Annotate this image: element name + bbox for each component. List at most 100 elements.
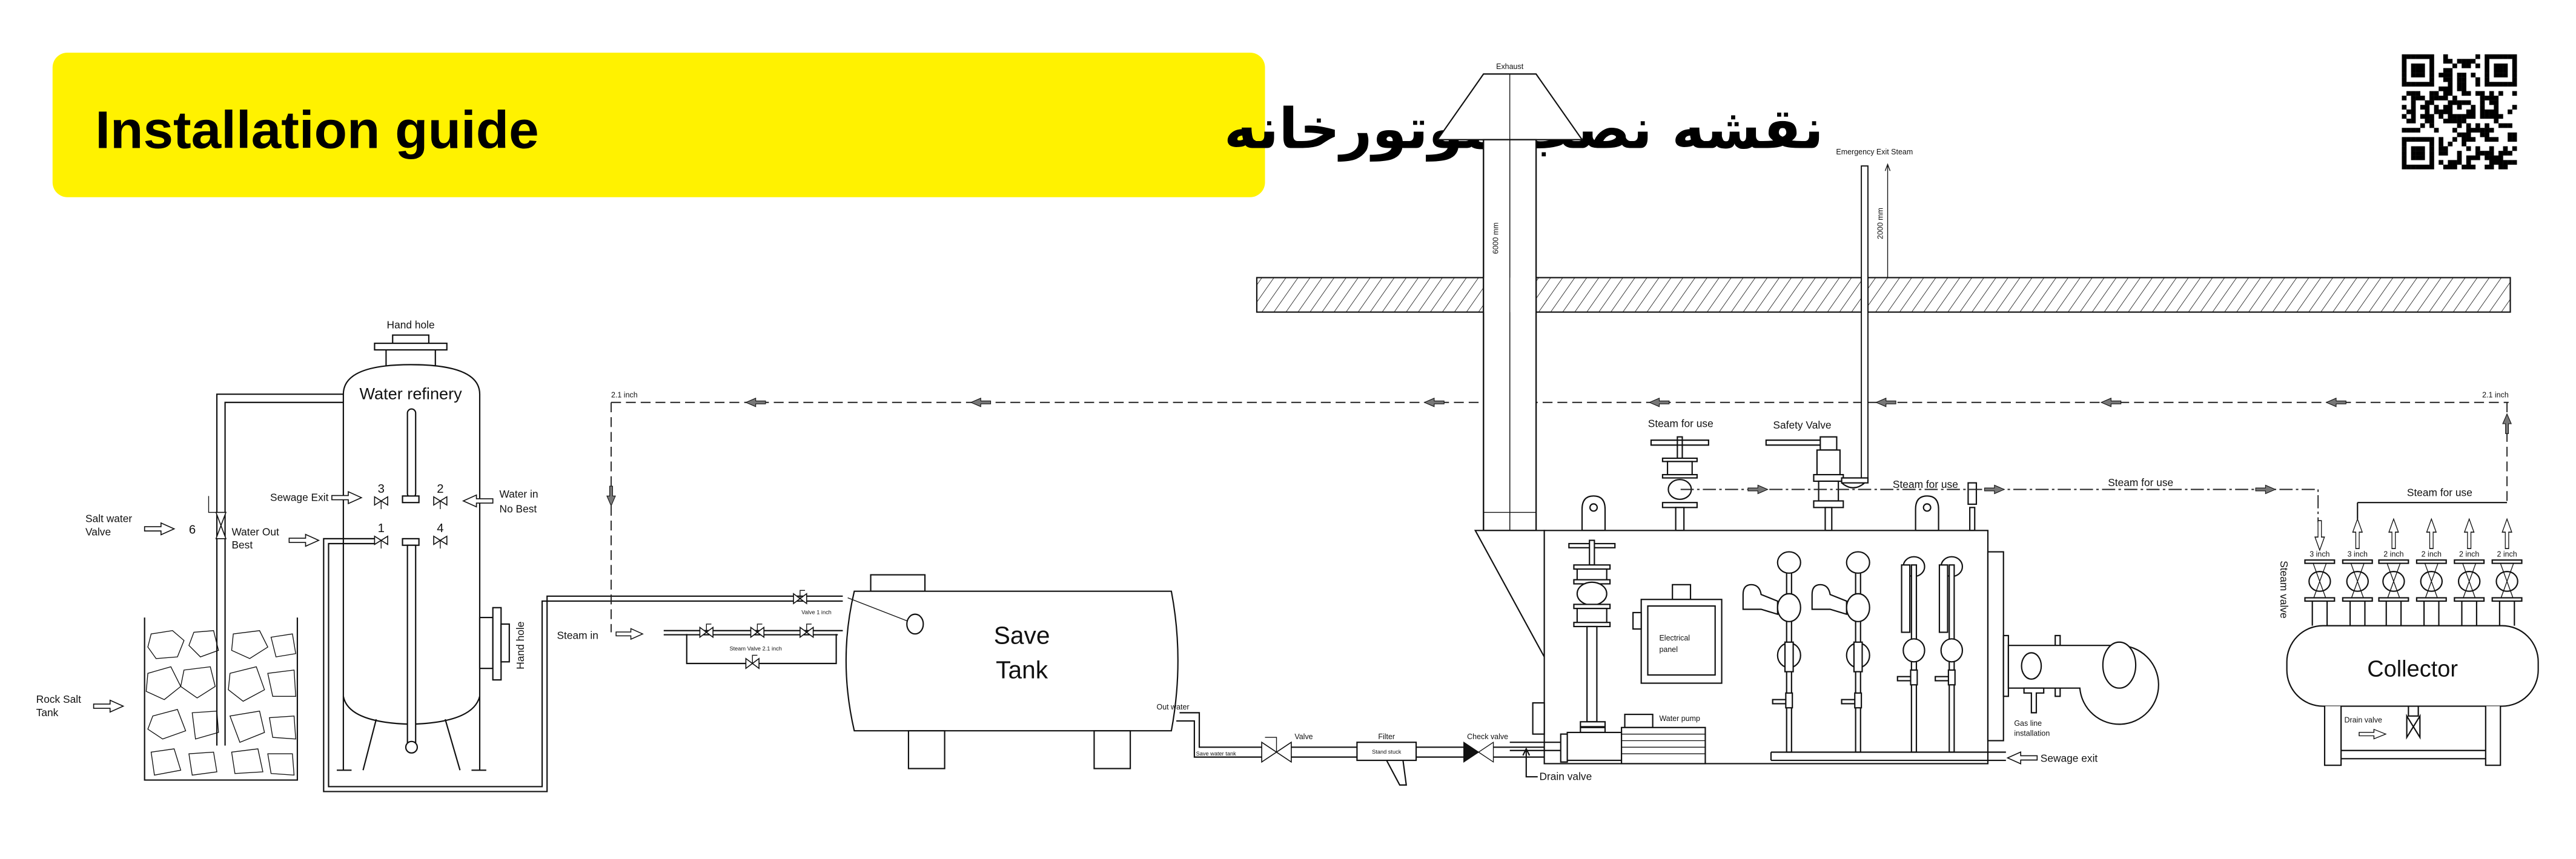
- water-in-label: Water in: [500, 488, 538, 500]
- qr-module: [2406, 137, 2411, 142]
- save-tank-title-2: Tank: [996, 656, 1048, 683]
- qr-module: [2462, 137, 2466, 142]
- electrical-panel-label: Electrical: [1659, 634, 1690, 642]
- qr-module: [2508, 54, 2512, 59]
- collector-valve-size: 2 inch: [2459, 550, 2479, 559]
- qr-module: [2471, 109, 2476, 114]
- collector-drain-arrow-icon: [2358, 728, 2387, 740]
- out-water-label: Out water: [1157, 703, 1190, 711]
- qr-module: [2429, 160, 2434, 165]
- collector-valve-size: 2 inch: [2383, 550, 2403, 559]
- qr-module: [2485, 82, 2489, 87]
- qr-module: [2462, 164, 2466, 169]
- qr-module: [2402, 96, 2407, 100]
- qr-module: [2503, 82, 2508, 87]
- qr-module: [2406, 54, 2411, 59]
- qr-module: [2420, 96, 2425, 100]
- qr-module: [2466, 164, 2471, 169]
- qr-module: [2415, 54, 2421, 59]
- salt-water-arrow-icon: [144, 522, 175, 536]
- water-in-label-2: No Best: [500, 502, 537, 515]
- qr-module: [2457, 77, 2462, 82]
- qr-module: [2466, 132, 2471, 137]
- qr-module: [2489, 137, 2494, 142]
- qr-module: [2402, 82, 2407, 87]
- qr-module: [2448, 82, 2453, 87]
- qr-module: [2494, 105, 2499, 110]
- qr-module: [2512, 59, 2517, 64]
- qr-module: [2475, 82, 2480, 87]
- qr-module: [2443, 86, 2448, 91]
- qr-module: [2489, 151, 2494, 156]
- qr-module: [2512, 54, 2517, 59]
- qr-module: [2498, 68, 2503, 73]
- qr-module: [2448, 109, 2453, 114]
- qr-module: [2494, 68, 2499, 73]
- pressure-gauge-1: [1742, 551, 1801, 753]
- qr-module: [2457, 105, 2462, 110]
- steam-in-arrow-icon: [2314, 519, 2326, 551]
- qr-module: [2498, 164, 2503, 169]
- qr-module: [2475, 146, 2480, 151]
- qr-module: [2480, 91, 2485, 96]
- qr-module: [2498, 91, 2503, 96]
- qr-module: [2434, 109, 2439, 114]
- collector-title: Collector: [2367, 657, 2458, 682]
- qr-module: [2485, 137, 2489, 142]
- qr-module: [2448, 160, 2453, 165]
- emergency-height-label: 2000 mm: [1876, 208, 1884, 239]
- qr-module: [2498, 54, 2503, 59]
- qr-module: [2471, 128, 2476, 133]
- qr-module: [2457, 123, 2462, 128]
- qr-module: [2402, 155, 2407, 160]
- qr-module: [2498, 82, 2503, 87]
- qr-module: [2415, 155, 2421, 160]
- qr-module: [2457, 59, 2462, 64]
- exhaust-height-label: 6000 mm: [1492, 223, 1500, 254]
- qr-module: [2485, 123, 2489, 128]
- qr-module: [2429, 146, 2434, 151]
- qr-module: [2443, 77, 2448, 82]
- qr-module: [2429, 91, 2434, 96]
- collector-valve-size: 2 inch: [2497, 550, 2517, 559]
- water-out-label-2: Best: [231, 539, 253, 551]
- qr-module: [2466, 114, 2471, 119]
- sight-glass-1: [1896, 556, 1925, 753]
- qr-module: [2475, 63, 2480, 68]
- qr-module: [2415, 164, 2421, 169]
- qr-module: [2489, 114, 2494, 119]
- feed-valve-stack: [1568, 539, 1616, 734]
- qr-module: [2402, 73, 2407, 77]
- qr-module: [2508, 82, 2512, 87]
- qr-module: [2512, 132, 2517, 137]
- qr-module: [2498, 160, 2503, 165]
- valve-number-4: 4: [437, 522, 443, 535]
- boiler-top-fittings: [1581, 436, 1978, 532]
- qr-module: [2420, 137, 2425, 142]
- qr-module: [2402, 63, 2407, 68]
- qr-module: [2443, 164, 2448, 169]
- qr-module: [2485, 59, 2489, 64]
- qr-module: [2480, 96, 2485, 100]
- qr-module: [2434, 128, 2439, 133]
- qr-module: [2425, 105, 2430, 110]
- qr-module: [2420, 151, 2425, 156]
- qr-module: [2429, 63, 2434, 68]
- qr-module: [2462, 91, 2466, 96]
- qr-module: [2420, 123, 2425, 128]
- qr-module: [2503, 160, 2508, 165]
- salt-water-label: Salt water: [85, 513, 132, 525]
- qr-module: [2489, 160, 2494, 165]
- qr-module: [2411, 128, 2416, 133]
- ceiling-slab: [1256, 277, 2511, 313]
- qr-module: [2489, 128, 2494, 133]
- qr-module: [2425, 137, 2430, 142]
- qr-module: [2420, 114, 2425, 119]
- save-water-pipe: [1176, 712, 1569, 758]
- qr-module: [2471, 164, 2476, 169]
- qr-module: [2466, 160, 2471, 165]
- exhaust-chimney: [1436, 73, 1584, 532]
- qr-module: [2480, 151, 2485, 156]
- qr-module: [2429, 155, 2434, 160]
